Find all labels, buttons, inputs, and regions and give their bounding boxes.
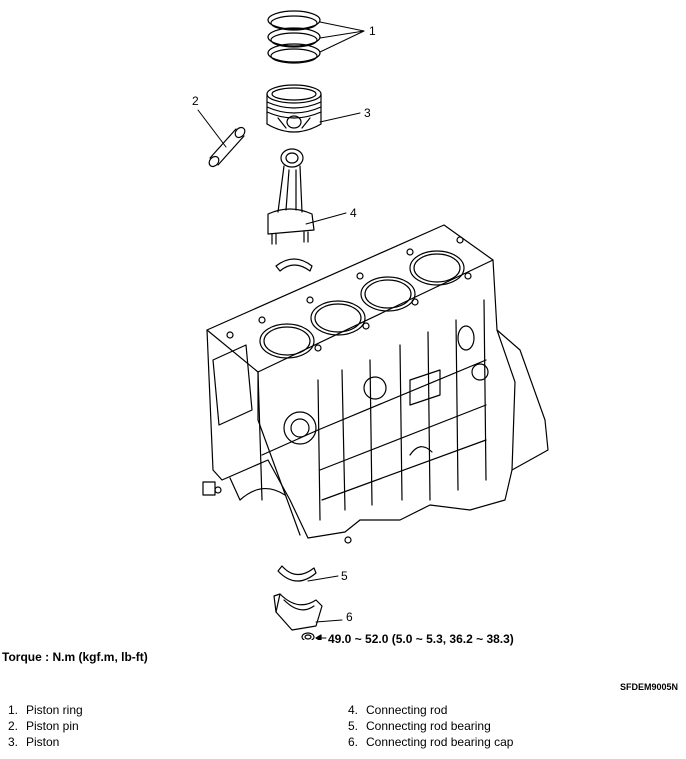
callout-3: 3 — [364, 106, 371, 120]
legend-text: Piston pin — [26, 719, 79, 733]
lower-bearing-shell — [277, 565, 317, 582]
parts-legend-right: 4. Connecting rod 5. Connecting rod bearin… — [348, 702, 513, 750]
legend-number: 6. — [348, 735, 359, 749]
upper-bearing-shell — [275, 258, 313, 272]
connecting-rod — [267, 148, 315, 245]
figure-reference-code: SFDEM9005N — [619, 682, 678, 692]
exploded-engine-diagram — [197, 10, 549, 640]
callout-5: 5 — [341, 569, 348, 583]
torque-units-label: Torque : N.m (kgf.m, lb-ft) — [2, 650, 148, 664]
parts-legend-left: 1. Piston ring 2. Piston pin 3. Piston — [8, 702, 83, 750]
piston-rings — [267, 10, 321, 64]
legend-item: 1. Piston ring — [8, 702, 83, 718]
legend-text: Connecting rod bearing — [366, 719, 491, 733]
legend-item: 5. Connecting rod bearing — [348, 718, 513, 734]
legend-item: 4. Connecting rod — [348, 702, 513, 718]
bearing-cap — [273, 593, 323, 631]
bearing-cap-nut — [301, 632, 315, 640]
leader-line-2 — [197, 109, 227, 148]
legend-item: 3. Piston — [8, 734, 83, 750]
legend-number: 3. — [8, 735, 19, 749]
leader-lines-1 — [319, 21, 365, 53]
legend-text: Piston ring — [26, 703, 83, 717]
leader-line-3 — [319, 112, 361, 123]
legend-item: 6. Connecting rod bearing cap — [348, 734, 513, 750]
callout-1: 1 — [369, 24, 376, 38]
legend-text: Connecting rod — [366, 703, 448, 717]
legend-text: Piston — [26, 735, 60, 749]
leader-line-5 — [307, 575, 339, 582]
legend-text: Connecting rod bearing cap — [366, 735, 514, 749]
legend-item: 2. Piston pin — [8, 718, 83, 734]
legend-number: 4. — [348, 703, 359, 717]
legend-number: 1. — [8, 703, 19, 717]
callout-4: 4 — [350, 206, 357, 220]
legend-number: 2. — [8, 719, 19, 733]
leader-line-4 — [305, 212, 347, 225]
torque-arrow-icon — [315, 634, 322, 640]
cylinder-block — [202, 224, 549, 544]
callout-6: 6 — [346, 610, 353, 624]
torque-spec-value: 49.0 ~ 52.0 (5.0 ~ 5.3, 36.2 ~ 38.3) — [328, 632, 514, 646]
callout-2: 2 — [192, 94, 199, 108]
piston-pin — [208, 126, 246, 168]
legend-number: 5. — [348, 719, 359, 733]
piston — [266, 84, 322, 133]
leader-line-6 — [315, 619, 343, 623]
